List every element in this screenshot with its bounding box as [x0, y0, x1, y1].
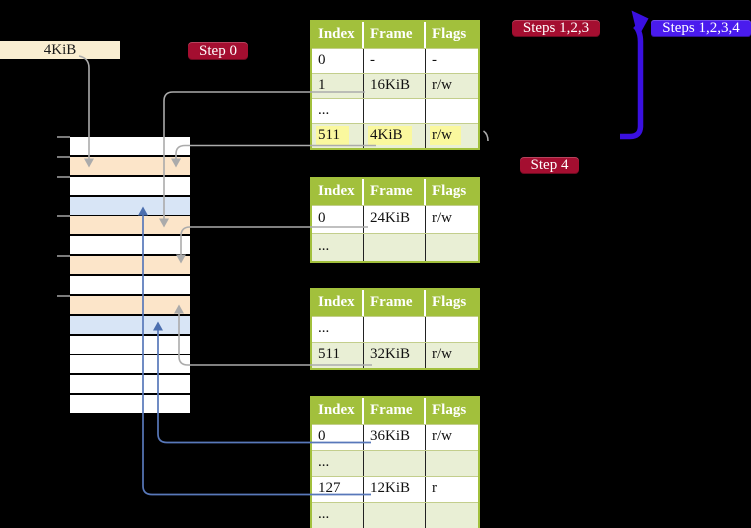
table-header-cell: Index [312, 398, 364, 424]
table-cell: ... [312, 234, 364, 261]
memory-frame-row-6 [70, 256, 190, 275]
table-cell [426, 234, 478, 261]
table-row: 0-- [312, 48, 478, 73]
memory-frame-row-12 [70, 375, 190, 394]
table-header-cell: Flags [432, 183, 467, 199]
memory-frame-row-9 [70, 315, 190, 334]
table-row: ... [312, 450, 478, 476]
table-cell: 36KiB [364, 425, 426, 450]
table-row: ... [312, 502, 478, 528]
memory-frame-row-4 [70, 216, 190, 235]
table-cell: 24KiB [364, 206, 426, 233]
memory-frame-row-2 [70, 176, 190, 195]
table-cell: 511 [312, 343, 364, 368]
table-cell: ... [312, 503, 364, 528]
memory-frame-row-1 [70, 156, 190, 175]
table-cell: - [364, 49, 426, 73]
table-header-cell: Index [312, 179, 364, 205]
table-cell: r/w [432, 428, 452, 444]
table-header-cell: Frame [364, 290, 426, 316]
table-header-cell: Frame [364, 398, 426, 424]
table-cell [426, 451, 478, 476]
table-header-cell: Flags [432, 294, 467, 310]
table-row: 511 4KiB r/w [312, 123, 478, 148]
table-header-cell: Frame [364, 22, 426, 48]
table-row: ... [312, 98, 478, 123]
table-cell: ... [312, 317, 364, 342]
table-cell [364, 451, 426, 476]
table-cell: 0 [312, 425, 364, 450]
table-cell: 0 [312, 49, 364, 73]
table-row: ... [312, 233, 478, 261]
table-header-cell: Index [312, 290, 364, 316]
memory-frame-row-0 [70, 137, 190, 155]
table-cell: 1 [312, 74, 364, 98]
table-row: ... [312, 316, 478, 342]
table-cell [426, 503, 478, 528]
strip-tick-marks [57, 136, 70, 297]
badge-step-0: Step 0 [188, 42, 248, 60]
highlighted-value: 4KiB [368, 126, 412, 145]
table-cell: 32KiB [364, 343, 426, 368]
table-cell: 16KiB [364, 74, 426, 98]
table-header-cell: Index [312, 22, 364, 48]
badge-steps-1-2-3-4: Steps 1,2,3,4 [651, 20, 751, 37]
memory-frame-row-11 [70, 355, 190, 374]
table-header-cell: Flags [432, 402, 467, 418]
badge-steps-1-2-3: Steps 1,2,3 [512, 20, 600, 37]
table-cell [364, 317, 426, 342]
highlighted-value: r/w [430, 126, 461, 145]
table-cell [426, 99, 478, 123]
memory-frame-row-3 [70, 196, 190, 215]
table-cell: r [432, 480, 437, 496]
table-cell: - [432, 52, 437, 68]
recursive-loop-arrow [620, 10, 649, 140]
table-cell: 12KiB [364, 477, 426, 502]
table-cell: ... [312, 451, 364, 476]
memory-frame-row-13 [70, 395, 190, 414]
memory-frame-row-5 [70, 236, 190, 255]
table-cell: r/w [432, 77, 452, 93]
table-cell: r/w [432, 346, 452, 362]
table-header-cell: Frame [364, 179, 426, 205]
table-header-cell: Flags [432, 26, 467, 42]
table-cell [364, 99, 426, 123]
table-cell: r/w [432, 210, 452, 226]
table-cell: 0 [312, 206, 364, 233]
memory-frame-row-8 [70, 295, 190, 314]
physical-memory-strip [70, 137, 190, 415]
table-cell [426, 317, 478, 342]
table-cell: 511 [312, 124, 364, 148]
table-cell: 127 [312, 477, 364, 502]
table-cell: r/w [426, 124, 478, 148]
memory-frame-row-7 [70, 276, 190, 294]
stub-l4e511-right [483, 130, 489, 142]
table-cell: 4KiB [364, 124, 426, 148]
badge-step-4: Step 4 [520, 157, 579, 174]
table-cell [364, 234, 426, 261]
table-cell: ... [312, 99, 364, 123]
table-cell [364, 503, 426, 528]
frame-size-label: 4KiB [0, 41, 120, 59]
memory-frame-row-10 [70, 335, 190, 354]
highlighted-value: 511 [316, 126, 349, 145]
